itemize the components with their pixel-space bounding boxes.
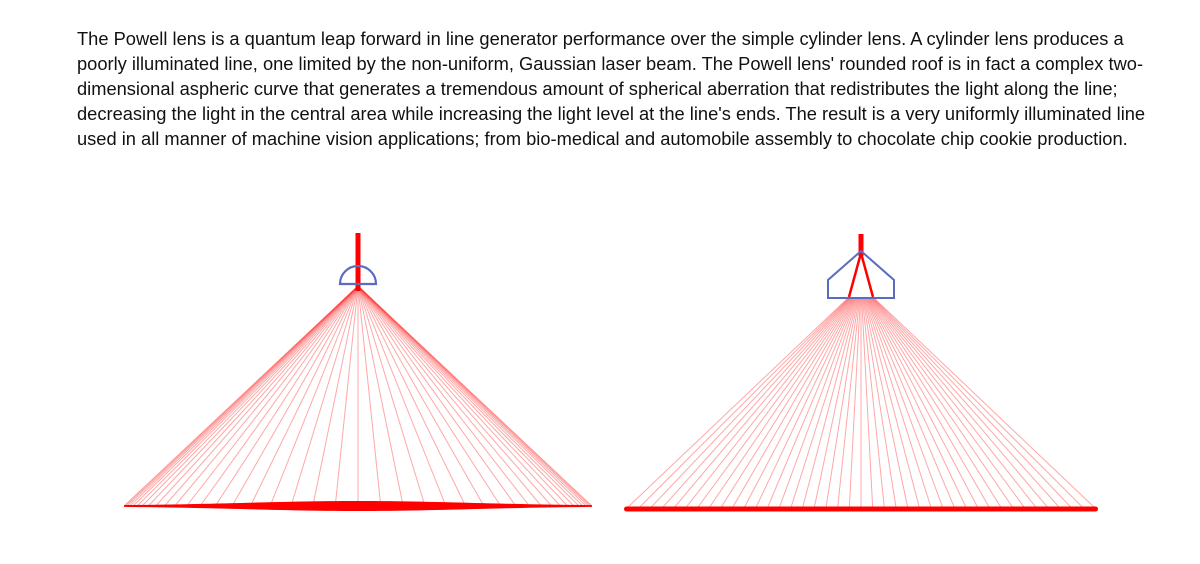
ray-line [357, 285, 404, 507]
ray-line [837, 298, 861, 510]
ray-line [231, 285, 359, 507]
ray-line [864, 298, 932, 510]
ray-line [249, 285, 359, 507]
ray-line [863, 298, 909, 510]
ray-line [866, 298, 968, 510]
ray-line [357, 285, 591, 507]
ray-line [357, 285, 575, 507]
ray-line [865, 298, 944, 510]
ray-line [660, 298, 850, 510]
ray-line [874, 298, 1097, 510]
ray-line [132, 285, 359, 507]
ray-line [848, 298, 861, 510]
ray-line [123, 285, 359, 507]
ray-line [862, 298, 897, 510]
ray-line [199, 285, 359, 507]
ray-line [141, 285, 359, 507]
ray-line [357, 285, 561, 507]
powell-ray-fan [625, 298, 1097, 510]
ray-line [357, 285, 382, 507]
ray-line [155, 285, 359, 507]
ray-line [867, 298, 979, 510]
ray-line [214, 285, 359, 507]
ray-line [707, 298, 853, 510]
ray-line [790, 298, 858, 510]
intro-paragraph: The Powell lens is a quantum leap forwar… [77, 28, 1146, 149]
cylinder-lens-outline [338, 264, 378, 286]
ray-line [334, 285, 359, 507]
powell-output-line [624, 506, 1098, 512]
ray-line [357, 285, 587, 507]
ray-line [357, 285, 485, 507]
ray-line [186, 285, 359, 507]
ray-line [649, 298, 849, 510]
ray-line [312, 285, 359, 507]
ray-line [871, 298, 1038, 510]
ray-line [825, 298, 860, 510]
ray-line [864, 298, 921, 510]
ray-line [357, 285, 593, 507]
ray-line [869, 298, 1015, 510]
powell-lens-diagram [624, 234, 1098, 512]
ray-line [778, 298, 857, 510]
ray-line [672, 298, 851, 510]
ray-line [164, 285, 359, 507]
ray-line [129, 285, 359, 507]
ray-line [357, 285, 530, 507]
ray-line [625, 298, 848, 510]
ray-line [357, 285, 502, 507]
ray-line [357, 285, 552, 507]
ray-line [357, 285, 580, 507]
ray-line [684, 298, 851, 510]
ray-line [357, 285, 589, 507]
ray-line [731, 298, 854, 510]
ray-line [868, 298, 1003, 510]
cylinder-ray-fan [123, 285, 593, 507]
ray-line [696, 298, 852, 510]
ray-line [290, 285, 359, 507]
powell-input-beam [858, 234, 864, 256]
ray-line [870, 298, 1026, 510]
ray-line [873, 298, 1085, 510]
ray-line [743, 298, 855, 510]
ray-line [866, 298, 956, 510]
cylinder-input-beam [355, 233, 361, 291]
ray-line [357, 285, 426, 507]
ray-line [872, 298, 1062, 510]
ray-line [357, 285, 584, 507]
ray-line [637, 298, 849, 510]
ray-line [125, 285, 359, 507]
ray-line [357, 285, 542, 507]
ray-line [136, 285, 359, 507]
ray-line [766, 298, 856, 510]
ray-line [147, 285, 359, 507]
cylinder-output-line [124, 501, 592, 511]
ray-line [174, 285, 359, 507]
ray-line [801, 298, 858, 510]
cylinder-lens-diagram [123, 233, 593, 511]
ray-line [861, 298, 874, 510]
ray-line [357, 285, 569, 507]
ray-line [357, 285, 517, 507]
ray-line [868, 298, 991, 510]
ray-line [873, 298, 1073, 510]
ray-line [357, 285, 447, 507]
ray-line [719, 298, 854, 510]
ray-line [357, 285, 467, 507]
ray-line [269, 285, 359, 507]
ray-line [754, 298, 856, 510]
ray-line [871, 298, 1050, 510]
ray-line [813, 298, 859, 510]
powell-lens-outline [827, 249, 895, 299]
ray-line [861, 298, 885, 510]
ray-line [127, 285, 359, 507]
